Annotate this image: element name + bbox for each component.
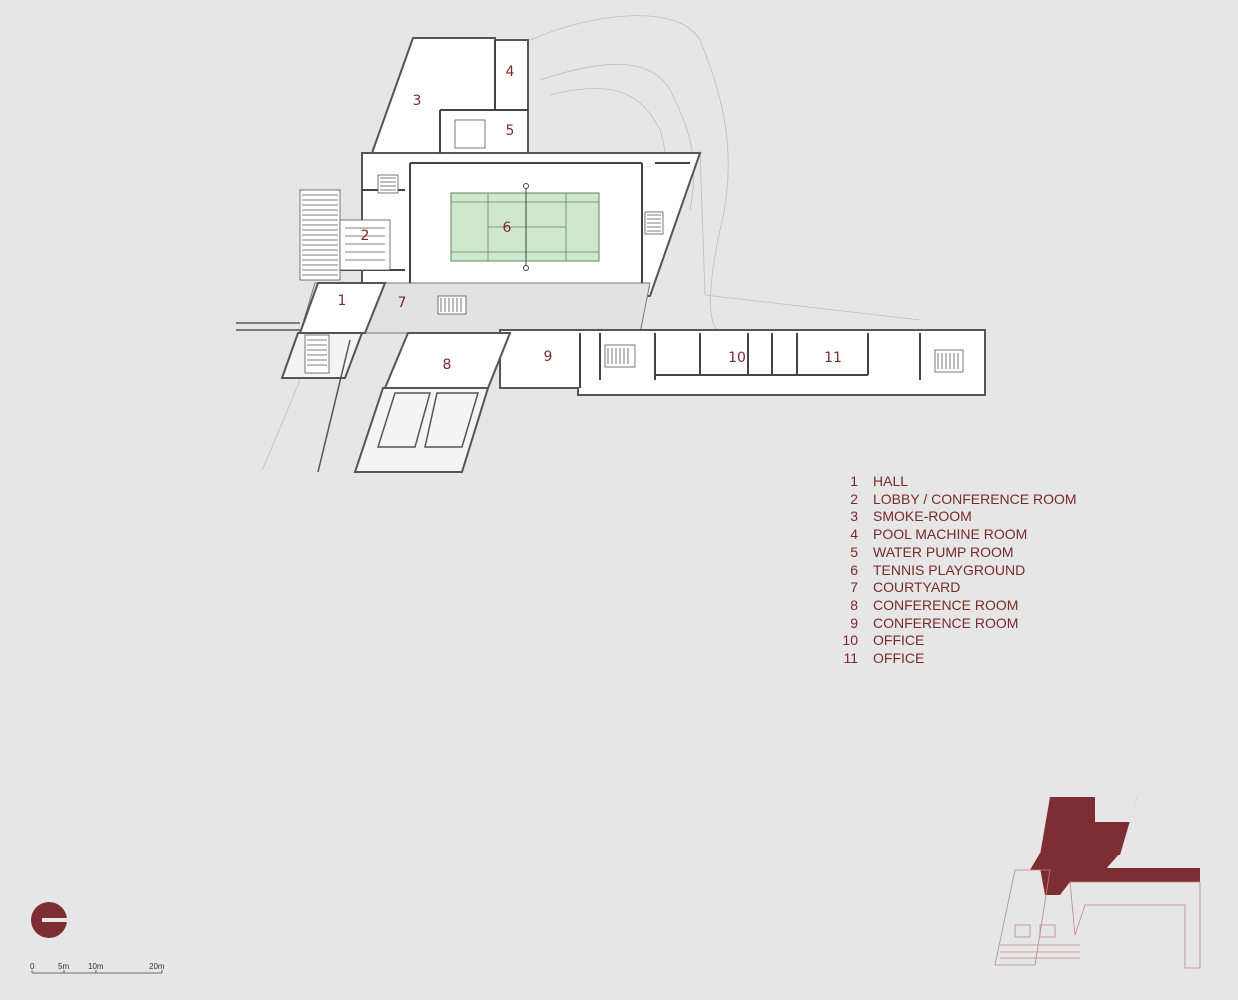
- room-label-6: 6: [503, 220, 512, 236]
- room-label-8: 8: [443, 357, 452, 373]
- legend-number: 8: [850, 596, 858, 613]
- legend-name: TENNIS PLAYGROUND: [873, 561, 1026, 578]
- legend-row: 4 POOL MACHINE ROOM: [842, 526, 1077, 544]
- legend-name: WATER PUMP ROOM: [873, 543, 1014, 560]
- legend-number: 9: [850, 614, 858, 631]
- legend-name: OFFICE: [873, 650, 925, 667]
- legend-row: 7 COURTYARD: [842, 579, 1077, 597]
- legend-number: 3: [850, 508, 858, 525]
- key-plan-icon: [994, 797, 1201, 969]
- legend-row: 5 WATER PUMP ROOM: [842, 544, 1077, 562]
- legend-name: COURTYARD: [873, 579, 961, 596]
- room-label-1: 1: [338, 293, 347, 309]
- legend-row: 1 HALL: [842, 473, 1077, 491]
- room-labels: 1 2 3 4 5 6 7 8 9 10 11: [338, 64, 842, 373]
- legend-number: 5: [850, 543, 858, 560]
- legend-row: 8 CONFERENCE ROOM: [842, 597, 1077, 615]
- legend-name: CONFERENCE ROOM: [873, 596, 1019, 613]
- room-label-4: 4: [506, 64, 515, 80]
- legend-name: HALL: [873, 473, 909, 489]
- scale-label: 0: [30, 962, 35, 971]
- legend-number: 10: [842, 632, 858, 649]
- legend-row: 11 OFFICE: [842, 650, 1077, 668]
- legend-name: CONFERENCE ROOM: [873, 614, 1019, 631]
- room-label-5: 5: [506, 123, 515, 139]
- scale-bar: [31, 970, 163, 974]
- legend-row: 10 OFFICE: [842, 632, 1077, 650]
- lower-voids: [236, 322, 480, 473]
- scale-label: 10m: [88, 962, 104, 971]
- room-label-2: 2: [361, 228, 370, 244]
- tennis-court: [450, 183, 600, 271]
- room-label-10: 10: [728, 350, 746, 366]
- legend-number: 4: [850, 526, 858, 543]
- legend-row: 2 LOBBY / CONFERENCE ROOM: [842, 490, 1077, 509]
- stairs: [299, 119, 964, 374]
- legend-number: 7: [850, 579, 858, 596]
- north-arrow-icon: [31, 902, 67, 938]
- room-label-11: 11: [824, 350, 842, 366]
- legend-number: 11: [843, 650, 858, 667]
- legend-number: 1: [850, 473, 858, 489]
- scale-label: 20m: [149, 962, 165, 971]
- scale-label: 5m: [58, 962, 70, 971]
- legend-name: SMOKE-ROOM: [873, 508, 972, 525]
- legend-row: 9 CONFERENCE ROOM: [842, 615, 1077, 633]
- room-label-9: 9: [544, 349, 553, 365]
- scale-bar-labels: 0 5m 10m 20m: [28, 955, 188, 975]
- legend-row: 6 TENNIS PLAYGROUND: [842, 562, 1077, 580]
- room-label-3: 3: [413, 93, 422, 109]
- legend-number: 6: [850, 561, 858, 578]
- legend-name: POOL MACHINE ROOM: [873, 526, 1028, 543]
- legend-row: 3 SMOKE-ROOM: [842, 508, 1077, 526]
- room-legend: 1 HALL 2 LOBBY / CONFERENCE ROOM 3 SMOKE-RO…: [842, 473, 1077, 668]
- legend-number: 2: [850, 490, 858, 507]
- legend-name: OFFICE: [873, 632, 925, 649]
- room-label-7: 7: [398, 295, 407, 311]
- legend-name: LOBBY / CONFERENCE ROOM: [873, 490, 1077, 507]
